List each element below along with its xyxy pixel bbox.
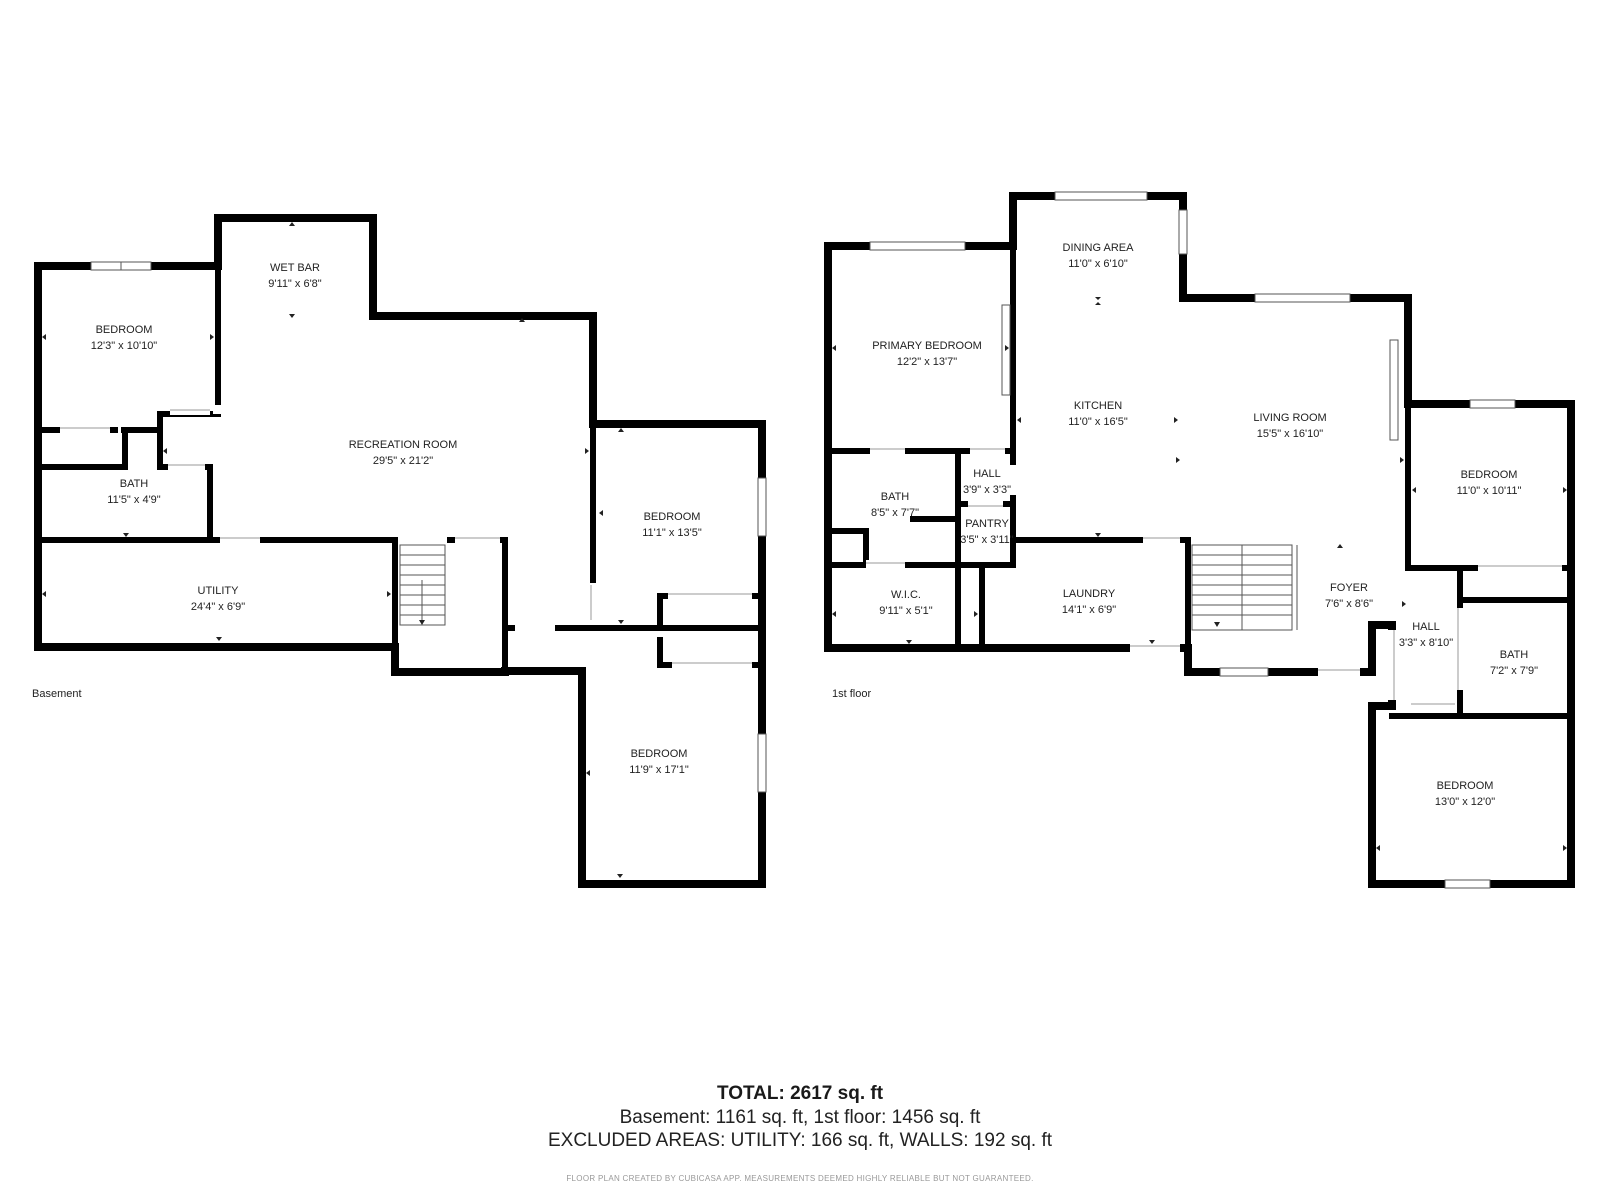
room-name: BEDROOM xyxy=(644,511,701,523)
room-dimensions: 11'0" x 16'5" xyxy=(1068,416,1128,428)
room-dimensions: 3'9" x 3'3" xyxy=(963,484,1011,496)
room-name: RECREATION ROOM xyxy=(349,439,458,451)
basement-plan xyxy=(34,214,767,888)
room-name: HALL xyxy=(973,468,1001,480)
room-name: BEDROOM xyxy=(1437,780,1494,792)
room-dimensions: 7'6" x 8'6" xyxy=(1325,598,1373,610)
room-name: BATH xyxy=(881,491,910,503)
room-name: BEDROOM xyxy=(1461,469,1518,481)
room-name: BEDROOM xyxy=(96,324,153,336)
room-name: WET BAR xyxy=(270,262,320,274)
room-dimensions: 12'3" x 10'10" xyxy=(91,340,158,352)
room-dimensions: 13'0" x 12'0" xyxy=(1435,796,1495,808)
room-name: LIVING ROOM xyxy=(1253,412,1326,424)
room-name: FOYER xyxy=(1330,582,1368,594)
basement-stairs xyxy=(399,544,446,626)
room-name: UTILITY xyxy=(198,585,240,597)
room-dimensions: 3'3" x 8'10" xyxy=(1399,637,1453,649)
total-area: TOTAL: 2617 sq. ft xyxy=(716,1083,884,1104)
first-floor-label: 1st floor xyxy=(832,688,872,700)
room-name: PANTRY xyxy=(965,518,1009,530)
room-dimensions: 3'5" x 3'11" xyxy=(960,534,1013,546)
room-name: BATH xyxy=(1500,649,1529,661)
floor-areas: Basement: 1161 sq. ft, 1st floor: 1456 s… xyxy=(619,1107,981,1128)
room-name: PRIMARY BEDROOM xyxy=(872,340,982,352)
room-name: BATH xyxy=(120,478,149,490)
room-name: KITCHEN xyxy=(1074,400,1122,412)
room-name: LAUNDRY xyxy=(1063,588,1116,600)
room-dimensions: 11'9" x 17'1" xyxy=(629,764,689,776)
room-dimensions: 8'5" x 7'7" xyxy=(871,507,919,519)
area-summary: TOTAL: 2617 sq. ft Basement: 1161 sq. ft… xyxy=(0,1082,1600,1183)
room-dimensions: 11'0" x 10'11" xyxy=(1457,485,1522,497)
room-dimensions: 14'1" x 6'9" xyxy=(1062,604,1116,616)
room-name: BEDROOM xyxy=(631,748,688,760)
first-floor-stairs xyxy=(1191,544,1298,631)
room-dimensions: 11'0" x 6'10" xyxy=(1068,258,1128,270)
basement-floor-label: Basement xyxy=(32,688,82,700)
first-floor-plan xyxy=(824,191,1575,889)
room-dimensions: 9'11" x 6'8" xyxy=(268,278,321,290)
room-labels: BEDROOM 12'3" x 10'10" WET BAR 9'11" x 6… xyxy=(91,242,1538,808)
room-dimensions: 7'2" x 7'9" xyxy=(1490,665,1538,677)
room-dimensions: 11'5" x 4'9" xyxy=(107,494,160,506)
room-dimensions: 12'2" x 13'7" xyxy=(897,356,957,368)
excluded-areas: EXCLUDED AREAS: UTILITY: 166 sq. ft, WAL… xyxy=(547,1130,1053,1151)
room-dimensions: 29'5" x 21'2" xyxy=(373,455,433,467)
room-name: HALL xyxy=(1412,621,1440,633)
room-dimensions: 24'4" x 6'9" xyxy=(191,601,245,613)
room-dimensions: 9'11" x 5'1" xyxy=(879,605,932,617)
room-dimensions: 15'5" x 16'10" xyxy=(1257,428,1324,440)
disclaimer: FLOOR PLAN CREATED BY CUBICASA APP. MEAS… xyxy=(566,1174,1034,1183)
room-dimensions: 11'1" x 13'5" xyxy=(642,527,702,539)
room-name: W.I.C. xyxy=(891,589,921,601)
room-name: DINING AREA xyxy=(1063,242,1135,254)
